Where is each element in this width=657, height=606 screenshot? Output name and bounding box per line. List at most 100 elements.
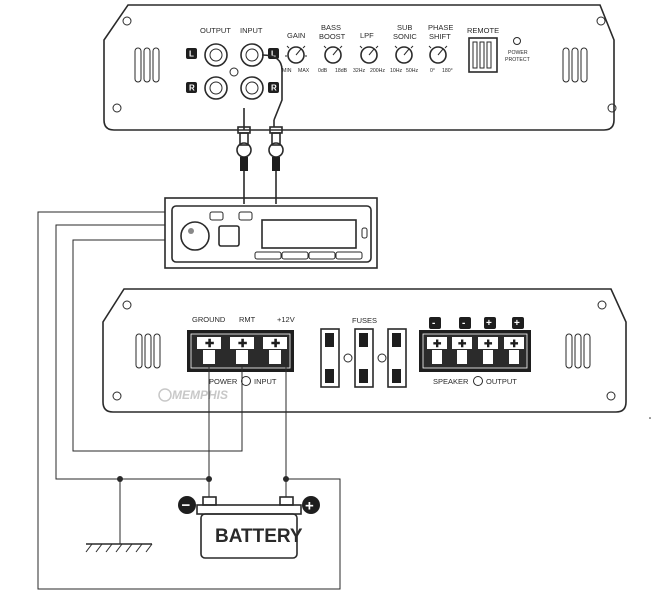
svg-text:R: R (271, 84, 277, 93)
rca-plug-black (268, 126, 284, 171)
svg-text:✚: ✚ (238, 338, 247, 350)
svg-text:MIN: MIN (282, 68, 292, 74)
preset-button[interactable] (335, 251, 363, 260)
fuse[interactable] (387, 328, 407, 388)
svg-text:+: + (514, 318, 520, 329)
head-unit-ground-wire (55, 224, 209, 480)
svg-text:✚: ✚ (271, 338, 280, 350)
svg-text:+: + (305, 498, 314, 515)
gain-knob[interactable] (285, 45, 307, 64)
battery-label: BATTERY (215, 526, 303, 547)
head-unit-release-button[interactable] (361, 227, 368, 239)
right-channel-badge (186, 82, 197, 93)
rca-input-r-jack[interactable] (240, 76, 264, 100)
screw-icon (607, 103, 617, 113)
battery: BATTERY − + (178, 496, 320, 559)
fuse[interactable] (354, 328, 374, 388)
head-unit-power-wire (37, 211, 341, 590)
sub-sonic-label: SONIC (393, 32, 417, 41)
svg-text:−: − (182, 497, 191, 514)
volume-knob[interactable] (180, 221, 210, 251)
bass-boost-label: BOOST (319, 32, 346, 41)
speaker-output-label: OUTPUT (486, 377, 517, 386)
bass-boost-label: BASS (321, 23, 341, 32)
remote-port[interactable] (468, 37, 498, 73)
preset-button[interactable] (254, 251, 282, 260)
battery-body (200, 513, 298, 559)
svg-text:✚: ✚ (510, 339, 519, 350)
main-amp-chassis (102, 288, 627, 413)
power-input-indicator (241, 376, 251, 386)
phase-shift-label: PHASE (428, 23, 453, 32)
screw-icon (229, 67, 239, 77)
svg-text:200Hz: 200Hz (370, 68, 385, 74)
head-unit-display (261, 219, 357, 249)
phase-shift-label: SHIFT (429, 32, 451, 41)
sub-sonic-knob[interactable] (394, 45, 414, 64)
battery-negative-icon (178, 496, 196, 514)
preset-button[interactable] (281, 251, 309, 260)
ground-terminal[interactable]: ✚ (197, 337, 221, 364)
speaker-label: SPEAKER (433, 377, 469, 386)
svg-text:180°: 180° (442, 68, 453, 74)
screw-icon (122, 300, 132, 310)
screw-icon (112, 103, 122, 113)
screw-icon (112, 391, 122, 401)
fuses-label: FUSES (352, 316, 377, 325)
plus12v-label: +12V (277, 315, 295, 324)
ground-label: GROUND (192, 315, 226, 324)
speaker-terminal[interactable]: ✚ (427, 337, 447, 364)
wiring (37, 211, 341, 590)
svg-text:✚: ✚ (433, 339, 442, 350)
svg-text:-: - (462, 318, 465, 329)
left-channel-badge (186, 48, 197, 59)
svg-text:L: L (189, 50, 194, 59)
vent-slots-right (565, 333, 591, 369)
battery-neg-post (202, 496, 217, 506)
speaker-terminal[interactable]: ✚ (504, 337, 524, 364)
lpf-knob[interactable] (359, 45, 379, 64)
svg-text:L: L (271, 50, 276, 59)
power-label: POWER (209, 377, 238, 386)
svg-text:PROTECT: PROTECT (505, 57, 531, 63)
power-protect-led (513, 37, 521, 45)
rca-input-l-jack[interactable] (240, 43, 264, 67)
power-input-label: INPUT (254, 377, 277, 386)
bass-boost-knob[interactable] (323, 45, 343, 64)
rmt-label: RMT (239, 315, 256, 324)
phase-shift-knob[interactable] (428, 45, 448, 64)
speaker-output-indicator (473, 376, 483, 386)
head-unit-button[interactable] (238, 211, 253, 221)
input-label: INPUT (240, 26, 263, 35)
rca-output-l-jack[interactable] (204, 43, 228, 67)
svg-text:50Hz: 50Hz (406, 68, 419, 74)
rca-output-r-jack[interactable] (204, 76, 228, 100)
rca-plug-white (236, 126, 252, 171)
svg-text:10Hz: 10Hz (390, 68, 403, 74)
speaker-terminal[interactable]: ✚ (478, 337, 498, 364)
remote-label: REMOTE (467, 26, 499, 35)
svg-text:-: - (432, 318, 435, 329)
right-channel-badge (268, 82, 279, 93)
power-terminal-block: ✚ ✚ ✚ (187, 330, 294, 372)
preset-button[interactable] (308, 251, 336, 260)
lpf-label: LPF (360, 31, 374, 40)
svg-text:R: R (189, 84, 195, 93)
screw-icon (606, 391, 616, 401)
main-amplifier: GROUND RMT +12V ✚ ✚ ✚ POWER (102, 288, 627, 413)
speaker-terminal[interactable]: ✚ (452, 337, 472, 364)
fuse[interactable] (320, 328, 340, 388)
rmt-terminal[interactable]: ✚ (230, 337, 254, 364)
vent-slots-left (134, 47, 160, 83)
svg-text:0°: 0° (430, 68, 435, 74)
svg-text:MAX: MAX (298, 68, 310, 74)
screw-icon (596, 16, 606, 26)
svg-text:✚: ✚ (458, 339, 467, 350)
plus12v-terminal[interactable]: ✚ (263, 337, 287, 364)
memphis-logo: MEMPHIS (172, 388, 228, 402)
head-unit-button[interactable] (209, 211, 224, 221)
head-unit-center-button[interactable] (218, 225, 240, 247)
head-unit-remote-wire (72, 239, 209, 452)
svg-text:18dB: 18dB (335, 68, 348, 74)
